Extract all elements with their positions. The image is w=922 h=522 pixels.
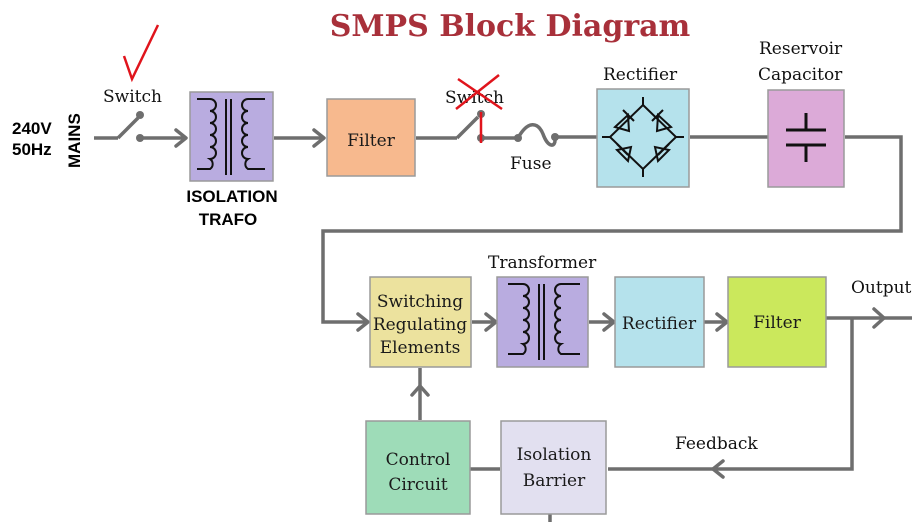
control-circuit-block: Control Circuit: [365, 420, 471, 515]
diagram-title: SMPS Block Diagram: [330, 9, 691, 44]
filter-top-label: Filter: [347, 131, 396, 151]
svg-text:Regulating: Regulating: [373, 315, 467, 335]
input-voltage: 240V: [12, 119, 52, 138]
rectifier-block-bottom: Rectifier: [614, 276, 705, 368]
transformer-label: Transformer: [488, 253, 597, 273]
isolation-trafo-block: [189, 91, 274, 182]
svg-text:Control: Control: [386, 450, 451, 470]
reservoir-label-1: Reservoir: [759, 39, 843, 59]
svg-text:Circuit: Circuit: [388, 475, 447, 495]
output-label: Output: [851, 278, 912, 298]
svg-text:Filter: Filter: [753, 313, 802, 333]
svg-text:Rectifier: Rectifier: [622, 314, 697, 334]
switch1-label: Switch: [103, 87, 162, 107]
svg-text:Barrier: Barrier: [523, 471, 586, 491]
capacitor-icon: [786, 113, 826, 162]
reservoir-capacitor-block: [767, 89, 845, 188]
cross-mark-icon: [455, 74, 503, 143]
bottom-row-wires: [410, 307, 912, 522]
filter-block-top: Filter: [326, 98, 416, 177]
isolation-barrier-block: Isolation Barrier: [500, 420, 607, 515]
transformer-icon: [508, 283, 580, 360]
svg-text:Elements: Elements: [380, 338, 461, 358]
bridge-rectifier-icon: [602, 97, 684, 177]
transformer-block: [496, 276, 589, 368]
reservoir-label-2: Capacitor: [758, 65, 843, 85]
isolation-trafo-label-1: ISOLATION: [186, 187, 277, 206]
switching-regulating-block: Switching Regulating Elements: [369, 276, 472, 368]
check-mark-icon: [122, 24, 160, 83]
rectifier-block-top: [596, 88, 690, 188]
svg-text:Switching: Switching: [377, 292, 463, 312]
transformer-icon: [197, 98, 265, 175]
switch2-label: Switch: [445, 88, 504, 108]
feedback-label: Feedback: [675, 434, 758, 454]
filter-block-bottom: Filter: [727, 276, 827, 368]
rectifier-top-label: Rectifier: [603, 65, 678, 85]
top-row-wires: [94, 110, 903, 332]
fuse-label: Fuse: [510, 154, 552, 174]
mains-label: MAINS: [65, 113, 84, 168]
isolation-trafo-label-2: TRAFO: [199, 210, 258, 229]
input-frequency: 50Hz: [12, 140, 52, 159]
svg-text:Isolation: Isolation: [517, 445, 592, 465]
